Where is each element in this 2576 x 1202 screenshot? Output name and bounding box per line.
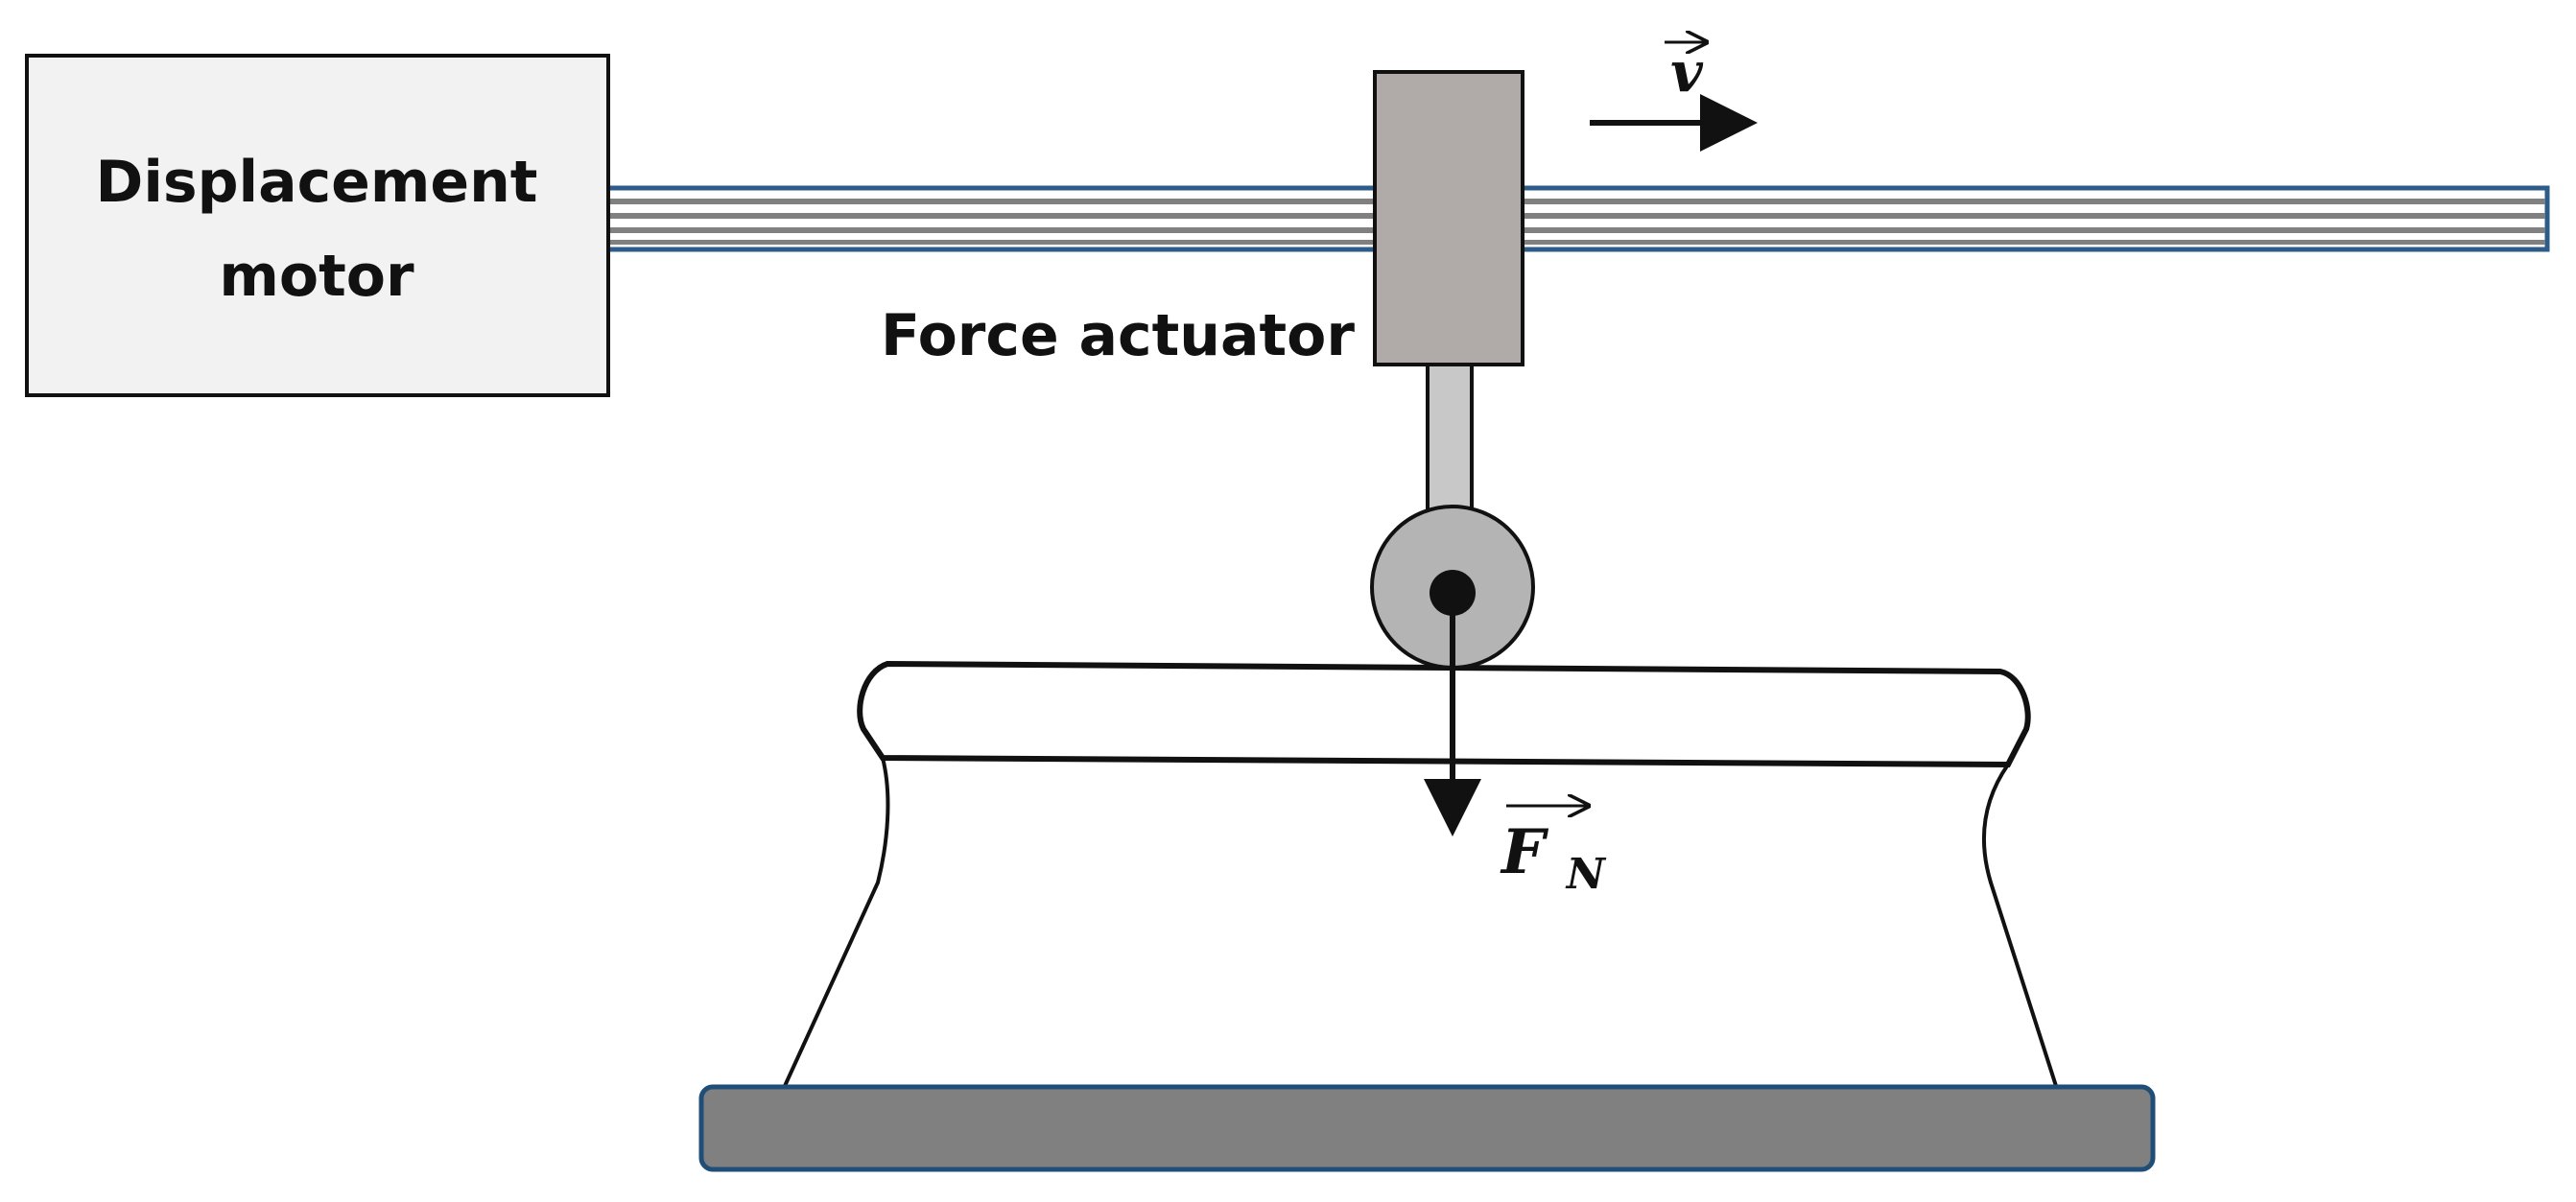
force-symbol: F N: [1500, 816, 1607, 899]
normal-force-indicator: F N: [1424, 593, 1607, 899]
actuator-rod: [1426, 363, 1474, 520]
velocity-indicator: v: [1590, 39, 1758, 152]
specimen: [783, 660, 2058, 1087]
specimen-left-side: [783, 757, 890, 1087]
displacement-motor: Displacement motor: [25, 54, 610, 397]
rail-stripe: [608, 240, 2545, 245]
actuator-body: [1373, 70, 1524, 366]
force-symbol-subscript: N: [1565, 850, 1607, 899]
motor-label-line2: motor: [219, 243, 414, 310]
actuator-label: Force actuator: [881, 302, 1355, 369]
rail-stripe: [608, 199, 2545, 204]
base-plate: [698, 1084, 2156, 1172]
motor-label-line1: Displacement: [96, 149, 538, 216]
force-actuator: Force actuator: [881, 70, 1524, 520]
specimen-top-rim: [857, 660, 2031, 768]
force-symbol-main: F: [1500, 816, 1549, 888]
velocity-symbol: v: [1670, 39, 1704, 105]
rail: [603, 185, 2550, 252]
rail-stripe: [608, 227, 2545, 233]
roller: [1370, 505, 1535, 670]
motor-box: [25, 54, 610, 397]
specimen-right-side: [1981, 763, 2058, 1087]
rail-stripe: [608, 213, 2545, 219]
